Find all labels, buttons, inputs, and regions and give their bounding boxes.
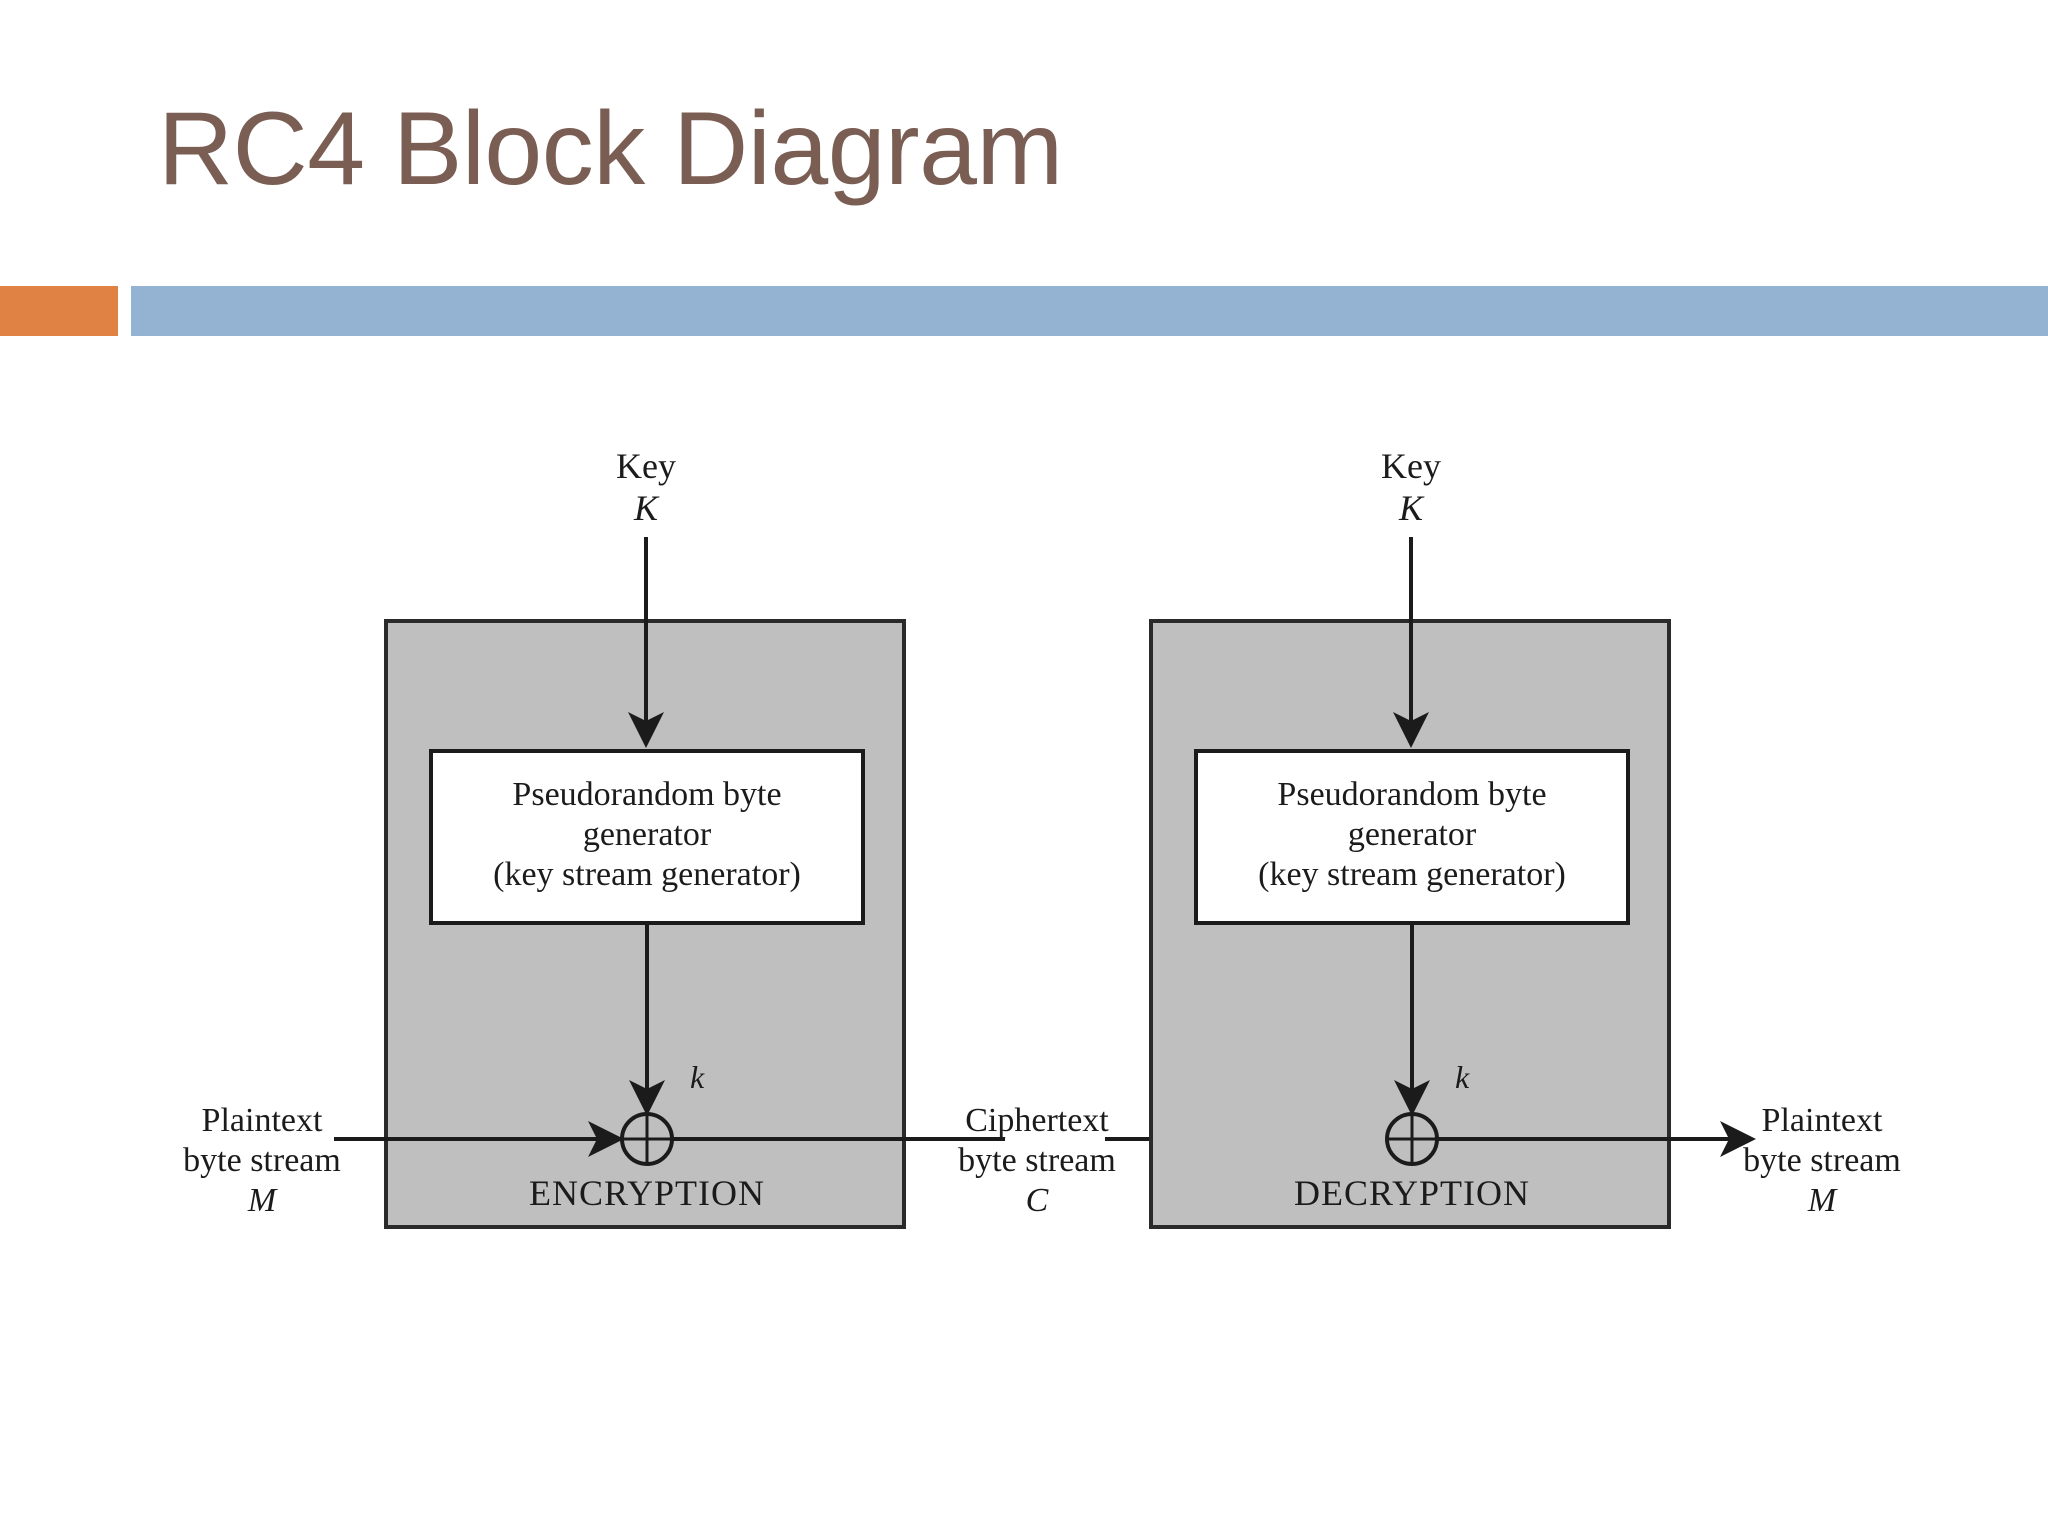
encryption-xor-gate [620,1112,674,1166]
encryption-generator-line2: generator [583,816,712,853]
decryption-panel-label: DECRYPTION [1294,1173,1530,1213]
decryption-generator-box [1194,749,1630,925]
ciphertext-label-line1: Ciphertext [965,1102,1109,1139]
plaintext-input-line1: Plaintext [202,1102,323,1139]
plaintext-input-line2: byte stream [183,1142,341,1179]
plaintext-output-line3: M [1807,1182,1838,1219]
accent-bar-blue [131,286,2048,336]
encryption-generator-box [429,749,865,925]
decryption-keystream-label: k [1455,1059,1470,1095]
encryption-key-label-line2: K [633,488,660,528]
decryption-key-label-line1: Key [1381,446,1441,486]
decryption-key-label-line2: K [1398,488,1425,528]
decryption-generator-line2: generator [1348,816,1477,853]
page-title: RC4 Block Diagram [158,91,1063,207]
encryption-key-label-line1: Key [616,446,676,486]
encryption-generator-line1: Pseudorandom byte [512,776,781,813]
plaintext-output-line2: byte stream [1743,1142,1901,1179]
decryption-xor-gate [1385,1112,1439,1166]
decryption-generator-line3: (key stream generator) [1258,856,1566,893]
decryption-generator-line1: Pseudorandom byte [1277,776,1546,813]
encryption-panel-label: ENCRYPTION [529,1173,765,1213]
plaintext-input-line3: M [247,1182,278,1219]
encryption-keystream-label: k [690,1059,705,1095]
ciphertext-label-line2: byte stream [958,1142,1116,1179]
ciphertext-label-line3: C [1026,1182,1049,1219]
accent-bar-orange [0,286,118,336]
encryption-generator-line3: (key stream generator) [493,856,801,893]
plaintext-output-line1: Plaintext [1762,1102,1883,1139]
